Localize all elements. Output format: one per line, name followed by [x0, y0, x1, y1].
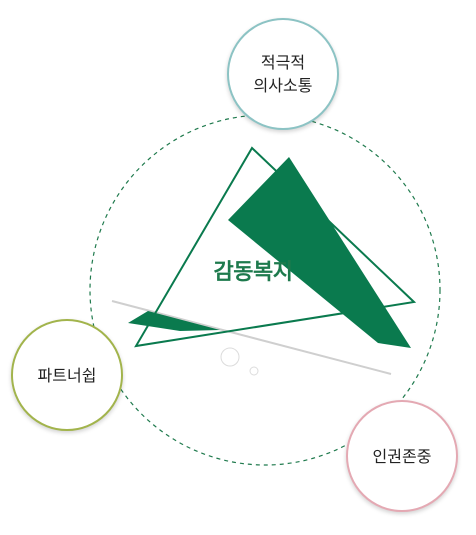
decorative-bubble-large — [220, 347, 240, 367]
green-brush-stroke-right — [228, 157, 411, 348]
green-brush-stroke-left — [128, 311, 220, 331]
decorative-bubble-small — [249, 366, 259, 376]
node-communication: 적극적 의사소통 — [227, 18, 339, 130]
outline-triangle — [134, 146, 417, 348]
node-partnership: 파트너쉽 — [11, 319, 123, 431]
node-human-rights: 인권존중 — [346, 400, 458, 512]
gray-sweep-line — [111, 300, 392, 375]
center-label: 감동복지 — [213, 260, 293, 285]
